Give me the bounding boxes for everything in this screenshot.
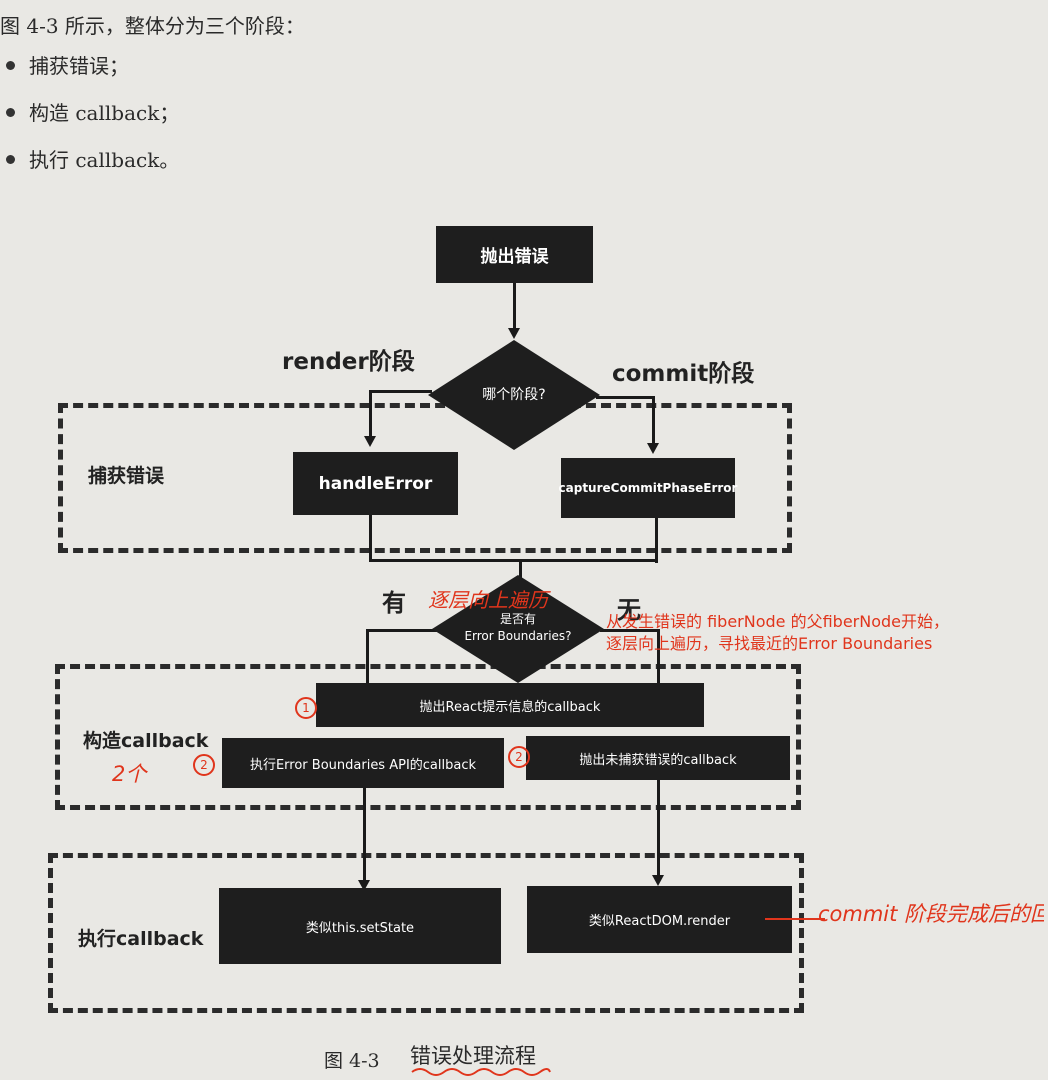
bullet-dot: [6, 61, 15, 70]
bullet-dot: [6, 108, 15, 117]
bullet-text: 执行 callback。: [29, 148, 180, 172]
has-eb-diamond: [432, 575, 604, 683]
circled-mark-2: 2: [508, 746, 530, 768]
set-state-box: 类似this.setState: [219, 888, 501, 964]
connector-line: [363, 786, 366, 881]
figure-title: 错误处理流程: [410, 1044, 536, 1068]
connector-line: [652, 396, 655, 444]
which-phase-label: 哪个阶段?: [482, 387, 546, 403]
red-note-line1: 从发生错误的 fiberNode 的父fiberNode开始，: [606, 612, 950, 631]
capture-commit-box: captureCommitPhaseError: [559, 458, 737, 518]
dom-render-box: 类似ReactDOM.render: [527, 886, 792, 953]
arrow-down-icon: [364, 436, 376, 447]
connector-line: [655, 518, 658, 563]
bullet-text: 捕获错误；: [29, 54, 129, 78]
connector-line: [657, 780, 660, 877]
has-eb-label: 是否有 Error Boundaries?: [432, 611, 604, 645]
uncaught-callback-box: 抛出未捕获错误的callback: [526, 736, 790, 780]
has-eb-label-line2: Error Boundaries?: [464, 629, 572, 643]
handwritten-count: 2个: [112, 762, 147, 786]
handwritten-commit-note: commit 阶段完成后的回调: [818, 902, 1044, 926]
catch-section-title: 捕获错误: [88, 465, 165, 487]
catch-section-border: [58, 403, 792, 553]
connector-line: [369, 390, 432, 393]
connector-line: [369, 559, 658, 562]
red-note-line2: 逐层向上遍历，寻找最近的Error Boundaries: [606, 634, 933, 653]
construct-section-title: 构造callback: [83, 730, 209, 752]
eb-api-callback-box: 执行Error Boundaries API的callback: [222, 738, 504, 788]
connector-line: [366, 629, 439, 632]
commit-phase-label: commit阶段: [612, 361, 755, 387]
connector-line: [600, 629, 660, 632]
connector-line: [369, 515, 372, 559]
handwritten-traverse: 逐层向上遍历: [428, 588, 548, 612]
throw-error-box: 抛出错误: [436, 226, 593, 283]
bullet-item: 构造 callback；: [6, 97, 179, 126]
render-phase-label: render阶段: [282, 349, 415, 375]
connector-line: [369, 390, 372, 438]
connector-line: [519, 559, 522, 581]
circled-mark-2: 2: [193, 754, 215, 776]
execute-section-title: 执行callback: [78, 928, 204, 950]
execute-section-border: [48, 853, 804, 1013]
connector-line: [657, 629, 660, 685]
bullet-item: 捕获错误；: [6, 50, 129, 79]
arrow-down-icon: [652, 875, 664, 886]
react-tip-callback-box: 抛出React提示信息的callback: [316, 683, 704, 727]
arrow-down-icon: [358, 880, 370, 891]
arrow-down-icon: [647, 443, 659, 454]
has-eb-label-line1: 是否有: [499, 612, 536, 626]
connector-line: [596, 396, 654, 399]
annotation-arrow-line: [765, 918, 825, 920]
no-label: 无: [617, 596, 641, 624]
red-note: 从发生错误的 fiberNode 的父fiberNode开始， 逐层向上遍历，寻…: [606, 611, 1046, 655]
bullet-item: 执行 callback。: [6, 144, 179, 173]
which-phase-diamond: [428, 340, 600, 450]
intro-text: 图 4-3 所示，整体分为三个阶段：: [0, 14, 305, 38]
construct-section-border: [55, 664, 801, 810]
circled-mark-1: 1: [295, 697, 317, 719]
yes-label: 有: [382, 589, 406, 617]
arrow-down-icon: [508, 328, 520, 339]
bullet-text: 构造 callback；: [29, 101, 180, 125]
bullet-dot: [6, 155, 15, 164]
connector-line: [513, 283, 516, 331]
handle-error-box: handleError: [293, 452, 458, 515]
wavy-underline: [411, 1068, 551, 1076]
connector-line: [366, 629, 369, 685]
figure-number: 图 4-3: [324, 1050, 380, 1072]
